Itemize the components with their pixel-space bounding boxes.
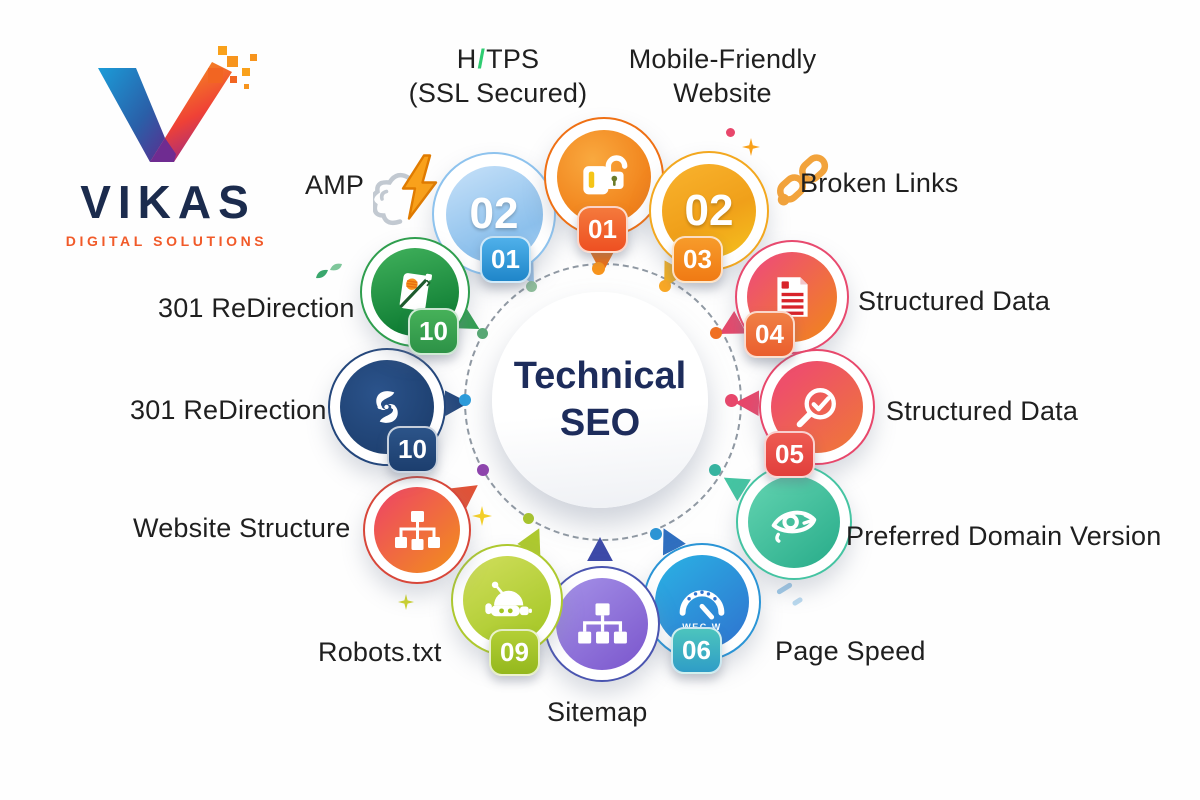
ring-dot — [477, 464, 489, 476]
robots-label: Robots.txt — [318, 637, 442, 667]
ring-dot — [650, 528, 662, 540]
document-icon — [777, 277, 808, 317]
brush-stroke — [775, 581, 794, 596]
hierarchy-icon — [395, 511, 440, 550]
mobile-circle-face: 02 — [662, 164, 756, 258]
ring-dot — [710, 327, 722, 339]
mobile-label-line1: Mobile-Friendly — [628, 44, 817, 74]
page-speed-badge-number: 06 — [682, 635, 711, 665]
mobile-circle-number: 02 — [684, 186, 734, 235]
vikas-logo-mark — [98, 46, 257, 162]
center-title: Technical SEO — [514, 353, 686, 448]
sparkle — [398, 594, 414, 610]
brand-name: VIKAS — [80, 176, 256, 228]
redirection-green-badge-number: 10 — [419, 316, 448, 346]
broken-links-label: Broken Links — [800, 168, 959, 198]
preferred-domain-face — [748, 476, 840, 568]
accent-dot — [726, 128, 735, 137]
eye-icon — [771, 510, 817, 543]
structured-data-2-badge: 05 — [764, 431, 815, 478]
structured-data-2-circle — [759, 349, 875, 465]
mobile-badge-number: 03 — [683, 244, 712, 274]
amp-badge-number: 01 — [491, 244, 520, 274]
website-structure-circle — [363, 476, 471, 584]
robots-badge: 09 — [489, 629, 540, 676]
https-label-line2: (SSL Secured) — [408, 78, 588, 108]
https-badge: 01 — [577, 206, 628, 253]
v-join — [150, 138, 176, 162]
sparkle — [472, 506, 492, 526]
magnifier-check-icon — [796, 388, 836, 428]
ring-dot — [659, 280, 671, 292]
page-speed-badge: 06 — [671, 627, 722, 674]
sitemap-label: Sitemap — [547, 697, 648, 727]
amp-badge: 01 — [480, 236, 531, 283]
https-label-line1: H/TPS — [456, 44, 540, 74]
sitemap-circle — [544, 566, 660, 682]
amp-circle-number: 02 — [469, 189, 519, 238]
ring-dot — [592, 262, 605, 275]
mobile-circle: 02 — [649, 151, 769, 271]
website-structure-face — [374, 487, 460, 573]
structured-data-1-badge-number: 04 — [755, 319, 784, 349]
mobile-label-line2: Website — [673, 78, 772, 108]
open-padlock-icon — [583, 155, 628, 195]
center-title-line2: SEO — [559, 402, 641, 444]
structured-data-2-label: Structured Data — [886, 396, 1079, 426]
robot-icon — [485, 581, 532, 617]
structured-data-1-badge: 04 — [744, 311, 795, 358]
broken-chain-icon — [777, 154, 829, 206]
redirection-green-face — [371, 248, 459, 336]
brush-stroke — [791, 596, 804, 607]
redirection-green-badge: 10 — [408, 308, 459, 355]
pixel-squares — [208, 46, 257, 89]
ring-dot — [459, 394, 471, 406]
ring-dot — [725, 394, 738, 407]
ring-dot — [709, 464, 721, 476]
robots-badge-number: 09 — [500, 637, 529, 667]
v-left-arm — [98, 68, 165, 162]
ring-dot — [526, 281, 537, 292]
structured-data-2-badge-number: 05 — [775, 439, 804, 469]
https-slash: / — [477, 44, 486, 74]
amp-label: AMP — [305, 170, 365, 200]
sitemap-icon — [578, 603, 627, 644]
sitemap-face — [556, 578, 648, 670]
redirection-navy-label: 301 ReDirection — [130, 395, 327, 425]
brand-tagline: DIGITAL SOLUTIONS — [65, 233, 268, 249]
https-label: H/TPS (SSL Secured) — [388, 42, 608, 110]
https-badge-number: 01 — [588, 214, 617, 244]
website-structure-label: Website Structure — [133, 513, 351, 543]
mobile-badge: 03 — [672, 236, 723, 283]
vikas-logo: VIKAS DIGITAL SOLUTIONS — [58, 46, 272, 249]
leaf-icon — [316, 263, 342, 279]
sparkle — [742, 138, 760, 156]
redirection-navy-badge-number: 10 — [398, 434, 427, 464]
mobile-label: Mobile-Friendly Website — [605, 42, 840, 110]
v-right-arm — [150, 62, 232, 162]
structured-data-1-label: Structured Data — [858, 286, 1051, 316]
ring-dot — [477, 328, 488, 339]
center-circle: Technical SEO — [492, 292, 708, 508]
ring-dot — [523, 513, 534, 524]
redirect-swoosh-icon — [376, 391, 398, 423]
card-pencil-icon — [399, 273, 432, 311]
amp-lightning-cloud-icon — [373, 154, 438, 226]
redirection-green-label: 301 ReDirection — [158, 293, 355, 323]
speedometer-icon — [679, 590, 725, 620]
preferred-domain-circle — [736, 464, 852, 580]
page-speed-label: Page Speed — [775, 636, 926, 666]
redirection-navy-badge: 10 — [387, 426, 438, 473]
center-title-line1: Technical — [513, 354, 687, 397]
preferred-domain-label: Preferred Domain Version — [846, 521, 1162, 551]
